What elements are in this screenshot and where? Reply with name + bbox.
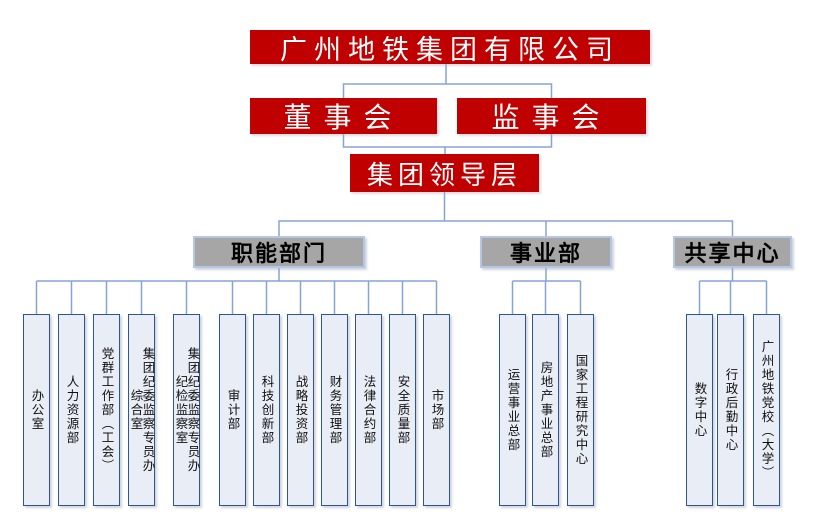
department-box: 战略投资部 (287, 314, 314, 506)
department-label: 广州地铁党校（大学） (759, 340, 774, 480)
group-leadership-label: 集团领导层 (366, 160, 522, 190)
group-header-label: 共享中心 (684, 241, 781, 266)
department-label: 安全质量部 (395, 375, 410, 445)
department-label: 房地产事业总部 (538, 361, 553, 459)
company-box: 广州地铁集团有限公司 (250, 30, 650, 65)
group-header-business-divisions: 事业部 (480, 236, 612, 268)
department-label: 党群工作部（工会） (99, 347, 114, 473)
supervisory-board-box: 监事会 (457, 98, 646, 134)
department-label: 战略投资部 (293, 375, 308, 445)
department-box: 财务管理部 (321, 314, 348, 506)
department-label: 办公室 (29, 389, 44, 431)
department-box: 办公室 (23, 314, 50, 506)
department-box: 国家工程研究中心 (567, 314, 594, 506)
group-header-label: 事业部 (509, 241, 582, 266)
hierarchy-connectors (278, 64, 734, 281)
group-leadership-box: 集团领导层 (350, 154, 539, 192)
department-box: 数字中心 (686, 314, 713, 506)
department-box: 集团纪委监察专员办 纪检监察室 (173, 314, 200, 506)
department-box: 科技创新部 (253, 314, 280, 506)
department-box: 安全质量部 (389, 314, 416, 506)
department-box: 党群工作部（工会） (93, 314, 120, 506)
department-connectors (35, 280, 768, 314)
department-box: 广州地铁党校（大学） (753, 314, 780, 506)
department-box: 法律合约部 (355, 314, 382, 506)
department-label: 数字中心 (692, 382, 707, 438)
department-box: 房地产事业总部 (532, 314, 559, 506)
supervisory-board-label: 监事会 (491, 103, 612, 134)
department-label: 财务管理部 (327, 375, 342, 445)
department-label: 运营事业总部 (505, 368, 520, 452)
department-box: 集团纪委监察专员办 综合室 (128, 314, 155, 506)
department-label: 行政后勤中心 (723, 368, 738, 452)
department-box: 行政后勤中心 (717, 314, 744, 506)
department-label: 人力资源部 (64, 375, 79, 445)
department-label: 集团纪委监察专员办 综合室 (128, 347, 155, 473)
department-label: 市场部 (429, 389, 444, 431)
board-of-directors-box: 董事会 (250, 98, 437, 134)
group-header-shared-centers: 共享中心 (673, 236, 792, 268)
department-box: 人力资源部 (58, 314, 85, 506)
board-of-directors-label: 董事会 (283, 103, 404, 134)
department-box: 市场部 (423, 314, 450, 506)
department-label: 集团纪委监察专员办 纪检监察室 (173, 347, 200, 473)
department-label: 法律合约部 (361, 375, 376, 445)
department-box: 审计部 (219, 314, 246, 506)
department-label: 科技创新部 (259, 375, 274, 445)
company-label: 广州地铁集团有限公司 (280, 34, 620, 65)
department-label: 审计部 (225, 389, 240, 431)
group-header-functional-departments: 职能部门 (193, 236, 365, 268)
department-label: 国家工程研究中心 (573, 354, 588, 466)
group-header-label: 职能部门 (230, 241, 327, 266)
department-box: 运营事业总部 (499, 314, 526, 506)
